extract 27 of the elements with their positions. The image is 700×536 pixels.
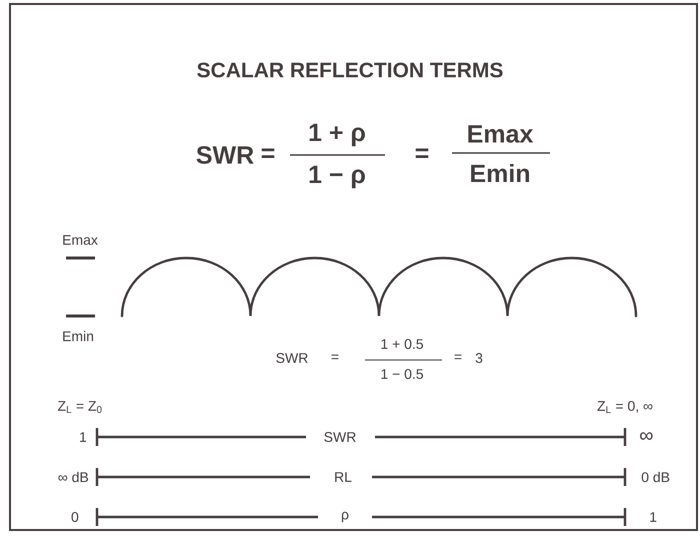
- scale-name: ρ: [342, 512, 348, 522]
- level-label: Emax: [63, 235, 98, 245]
- impedance-label: Z$_{L}$ = Z$_{0}$: [58, 401, 102, 413]
- formula-text: SWR: [276, 353, 308, 363]
- formula-text: 1 − ρ: [310, 166, 365, 188]
- scale-value: 0 dB: [642, 472, 670, 482]
- impedance-label: Z$_{L}$ = 0, ∞: [597, 401, 652, 413]
- formula-text: =: [454, 354, 462, 360]
- formula-text: SWR: [196, 146, 254, 164]
- level-label: Emin: [63, 330, 94, 342]
- formula-text: =: [416, 148, 428, 158]
- formula-text: Emin: [471, 164, 530, 182]
- title: SCALAR REFLECTION TERMS: [197, 62, 503, 78]
- formula-text: 1 + ρ: [310, 124, 365, 146]
- scale-name: SWR: [324, 432, 356, 442]
- scale-value: 1: [80, 432, 86, 442]
- formula-text: 3: [476, 353, 482, 363]
- formula-text: =: [332, 354, 338, 360]
- scale-value: 1: [650, 512, 656, 522]
- scale-value: ∞ dB: [58, 472, 88, 482]
- formula-text: 1 − 0.5: [381, 369, 423, 379]
- scale-value: 0: [72, 512, 78, 522]
- formula-text: 1 + 0.5: [381, 339, 423, 349]
- scale-value: ∞: [640, 432, 653, 440]
- formula-text: =: [262, 148, 274, 158]
- scale-name: RL: [335, 472, 352, 482]
- formula-text: Emax: [468, 125, 534, 143]
